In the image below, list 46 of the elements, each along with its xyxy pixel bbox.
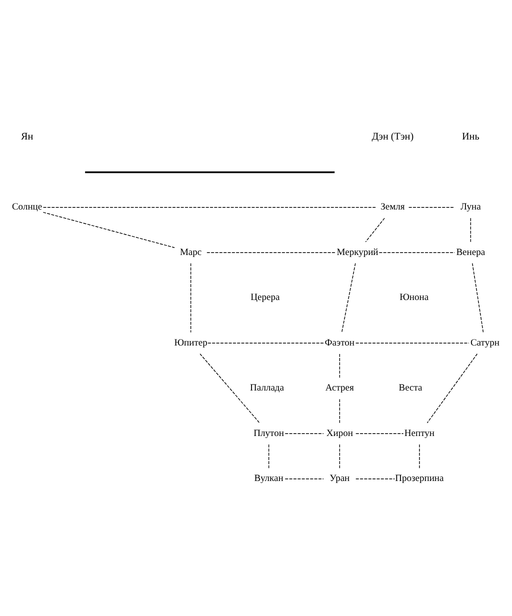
label: Инь (462, 132, 480, 143)
label: Ян (20, 132, 34, 143)
connector (472, 263, 484, 333)
connector (42, 212, 175, 248)
node-text: Меркурий (336, 248, 378, 258)
connector (355, 342, 470, 344)
connector (356, 478, 395, 480)
node-text: Церера (250, 293, 280, 304)
connector (339, 354, 340, 378)
connector (268, 444, 270, 468)
node-text: Марс (180, 248, 202, 258)
node-text: Сатурн (470, 338, 500, 348)
node-text: Луна (460, 202, 481, 213)
connector (365, 218, 385, 242)
node-text: Паллада (250, 384, 284, 394)
node-text: Уран (330, 474, 350, 484)
connector (42, 207, 377, 208)
node-text: Веста (398, 384, 422, 394)
connector (356, 433, 404, 434)
connector (419, 444, 420, 468)
node-text: Юнона (400, 293, 429, 304)
connector (339, 398, 340, 424)
connector (426, 354, 478, 424)
node-text: Солнце (12, 202, 42, 213)
connector (284, 433, 324, 434)
connector (200, 354, 260, 424)
node-text: Прозерпина (395, 474, 444, 484)
connector (208, 342, 324, 344)
connector (284, 478, 324, 480)
connector (470, 218, 472, 242)
node-text: Венера (456, 248, 486, 258)
node-text: Нептун (404, 428, 434, 439)
node-text: Астрея (325, 384, 354, 394)
connector (190, 263, 192, 333)
node-text: Земля (380, 202, 405, 213)
node-text: Плутон (254, 428, 284, 439)
connector (339, 444, 340, 468)
node-text: Хирон (326, 428, 353, 439)
connector (206, 252, 336, 253)
connector (408, 207, 455, 208)
node-text: Вулкан (254, 474, 284, 484)
node-text: Фаэтон (324, 338, 355, 348)
node-text: Юпитер (174, 338, 208, 348)
connector (341, 263, 356, 333)
label: Дэн (Тэн) (372, 132, 414, 143)
connector (378, 252, 455, 253)
